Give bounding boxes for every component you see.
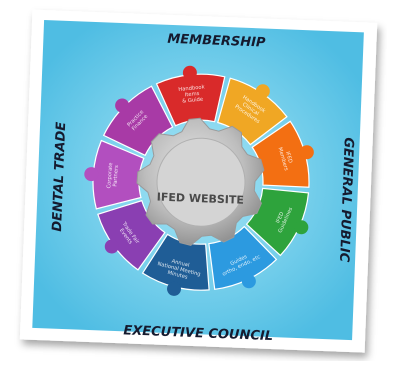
segment-6 (141, 233, 210, 291)
segment-4 (245, 187, 310, 257)
gear-hub (156, 137, 246, 227)
label-membership: MEMBERSHIP (167, 32, 266, 51)
segment-4-tab (294, 220, 309, 235)
label-dental-trade: DENTAL TRADE (50, 121, 69, 232)
segment-label-line: Items (185, 91, 200, 98)
segment-6-tab (167, 281, 182, 296)
center-gear (136, 117, 265, 246)
segment-3-tab (299, 145, 314, 160)
segment-label-line: Handbook (178, 84, 205, 93)
segment-5-tab (241, 274, 256, 289)
segment-label-line: Corporate (106, 162, 114, 188)
segment-label-line: IFED (284, 151, 293, 164)
center-label: IFED WEBSITE (157, 191, 245, 207)
label-general-public: GENERAL PUBLIC (336, 137, 356, 263)
segment-label-line: Minutes (167, 270, 189, 281)
segment-label-line: Annual (171, 259, 190, 269)
segment-label-line: & Guide (182, 97, 203, 105)
label-executive-council: EXECUTIVE COUNCIL (123, 323, 273, 344)
segment-5 (208, 225, 278, 290)
segment-8 (92, 139, 145, 210)
segment-label-line: Partners (112, 165, 120, 187)
segment-3 (251, 120, 310, 188)
segment-1-tab (182, 65, 197, 80)
segment-8-tab (84, 167, 99, 182)
segment-7-tab (104, 239, 119, 254)
segment-8-label: CorporatePartners (106, 162, 120, 189)
segment-label-line: IFED (275, 211, 285, 224)
segment-2-tab (255, 84, 270, 99)
segment-1 (155, 73, 226, 127)
segment-9-tab (115, 98, 130, 113)
segment-1-label: HandbookItems& Guide (178, 84, 206, 105)
